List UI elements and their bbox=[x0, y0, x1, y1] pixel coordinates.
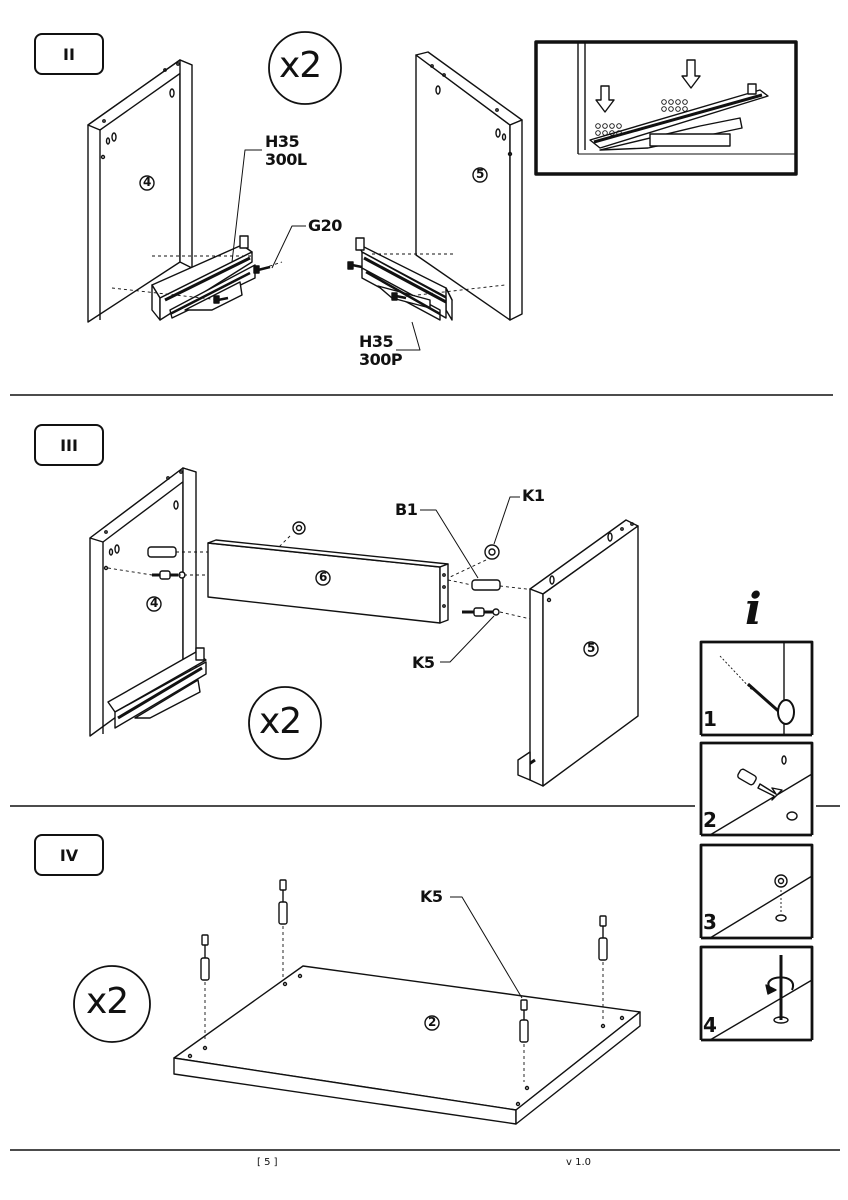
info-icon: i bbox=[745, 584, 762, 635]
cam-bolt-3-s4 bbox=[519, 999, 529, 1082]
part-label-k5-s4: K5 bbox=[420, 887, 443, 906]
step-label-iv-text: IV bbox=[59, 845, 79, 865]
cam-lock-k1 bbox=[484, 544, 500, 560]
info-panel-4 bbox=[699, 945, 814, 1042]
info-step-3: 3 bbox=[703, 910, 717, 934]
info-panel-1 bbox=[699, 640, 814, 737]
part-label-h35-300l: H35 300L bbox=[265, 133, 307, 169]
part-label-h35-300p-line2: 300P bbox=[359, 350, 403, 369]
part-label-h35-300l-line1: H35 bbox=[265, 132, 300, 151]
multiplier-s2: x2 bbox=[279, 45, 322, 86]
cam-bolt-s3-left bbox=[152, 570, 186, 580]
version-label: v 1.0 bbox=[566, 1157, 591, 1168]
screw-right-1 bbox=[347, 261, 363, 270]
part-label-h35-300p-line1: H35 bbox=[359, 332, 394, 351]
part-label-h35-300l-line2: 300L bbox=[265, 150, 307, 169]
part-label-g20: G20 bbox=[308, 216, 342, 235]
info-step-2: 2 bbox=[703, 808, 717, 832]
step-label-iii-text: III bbox=[60, 435, 78, 455]
step-label-ii-text: II bbox=[63, 44, 75, 64]
side-panel-4-s2 bbox=[87, 59, 193, 323]
step-label-iv: IV bbox=[34, 834, 104, 876]
dowel-s3-left bbox=[147, 546, 177, 558]
cam-lock-s3-top bbox=[277, 521, 306, 549]
cam-bolt-1-s4 bbox=[200, 934, 210, 1040]
info-step-4: 4 bbox=[703, 1013, 717, 1037]
part-label-h35-300p: H35 300P bbox=[359, 332, 403, 369]
multiplier-circle-s2 bbox=[268, 31, 342, 105]
dowel-b1 bbox=[471, 579, 501, 591]
info-panel-3 bbox=[699, 843, 814, 940]
cam-bolt-2-s4 bbox=[278, 879, 288, 978]
back-panel-6 bbox=[207, 539, 449, 624]
drawer-rail-right bbox=[355, 237, 453, 321]
side-panel-4-s3 bbox=[89, 467, 207, 737]
panel-number-6: 6 bbox=[319, 570, 328, 584]
panel-number-2: 2 bbox=[428, 1015, 437, 1029]
detail-inset bbox=[534, 40, 798, 176]
multiplier-circle-s4 bbox=[73, 965, 151, 1043]
part-label-b1: B1 bbox=[395, 500, 418, 519]
info-step-1: 1 bbox=[703, 707, 717, 731]
part-label-k1: K1 bbox=[522, 486, 545, 505]
step-label-iii: III bbox=[34, 424, 104, 466]
multiplier-circle-s3 bbox=[248, 686, 322, 760]
panel-number-5-s2: 5 bbox=[476, 167, 485, 181]
drawer-rail-left bbox=[151, 235, 256, 321]
cam-bolt-k5-s3 bbox=[462, 607, 500, 617]
cam-bolt-4-s4 bbox=[598, 915, 608, 1020]
side-panel-5-s2 bbox=[415, 51, 523, 321]
screw-g20-1 bbox=[253, 265, 271, 274]
side-panel-5-s3 bbox=[517, 519, 639, 787]
panel-number-4-s2: 4 bbox=[143, 175, 152, 189]
multiplier-s3: x2 bbox=[259, 701, 302, 742]
bottom-panel-2 bbox=[173, 965, 641, 1125]
panel-number-4-s3: 4 bbox=[150, 596, 159, 610]
page-number: [ 5 ] bbox=[257, 1157, 278, 1168]
multiplier-s4: x2 bbox=[86, 981, 129, 1022]
step-label-ii: II bbox=[34, 33, 104, 75]
part-label-k5-s3: K5 bbox=[412, 653, 435, 672]
info-panel-2 bbox=[699, 741, 814, 837]
panel-number-5-s3: 5 bbox=[587, 641, 596, 655]
